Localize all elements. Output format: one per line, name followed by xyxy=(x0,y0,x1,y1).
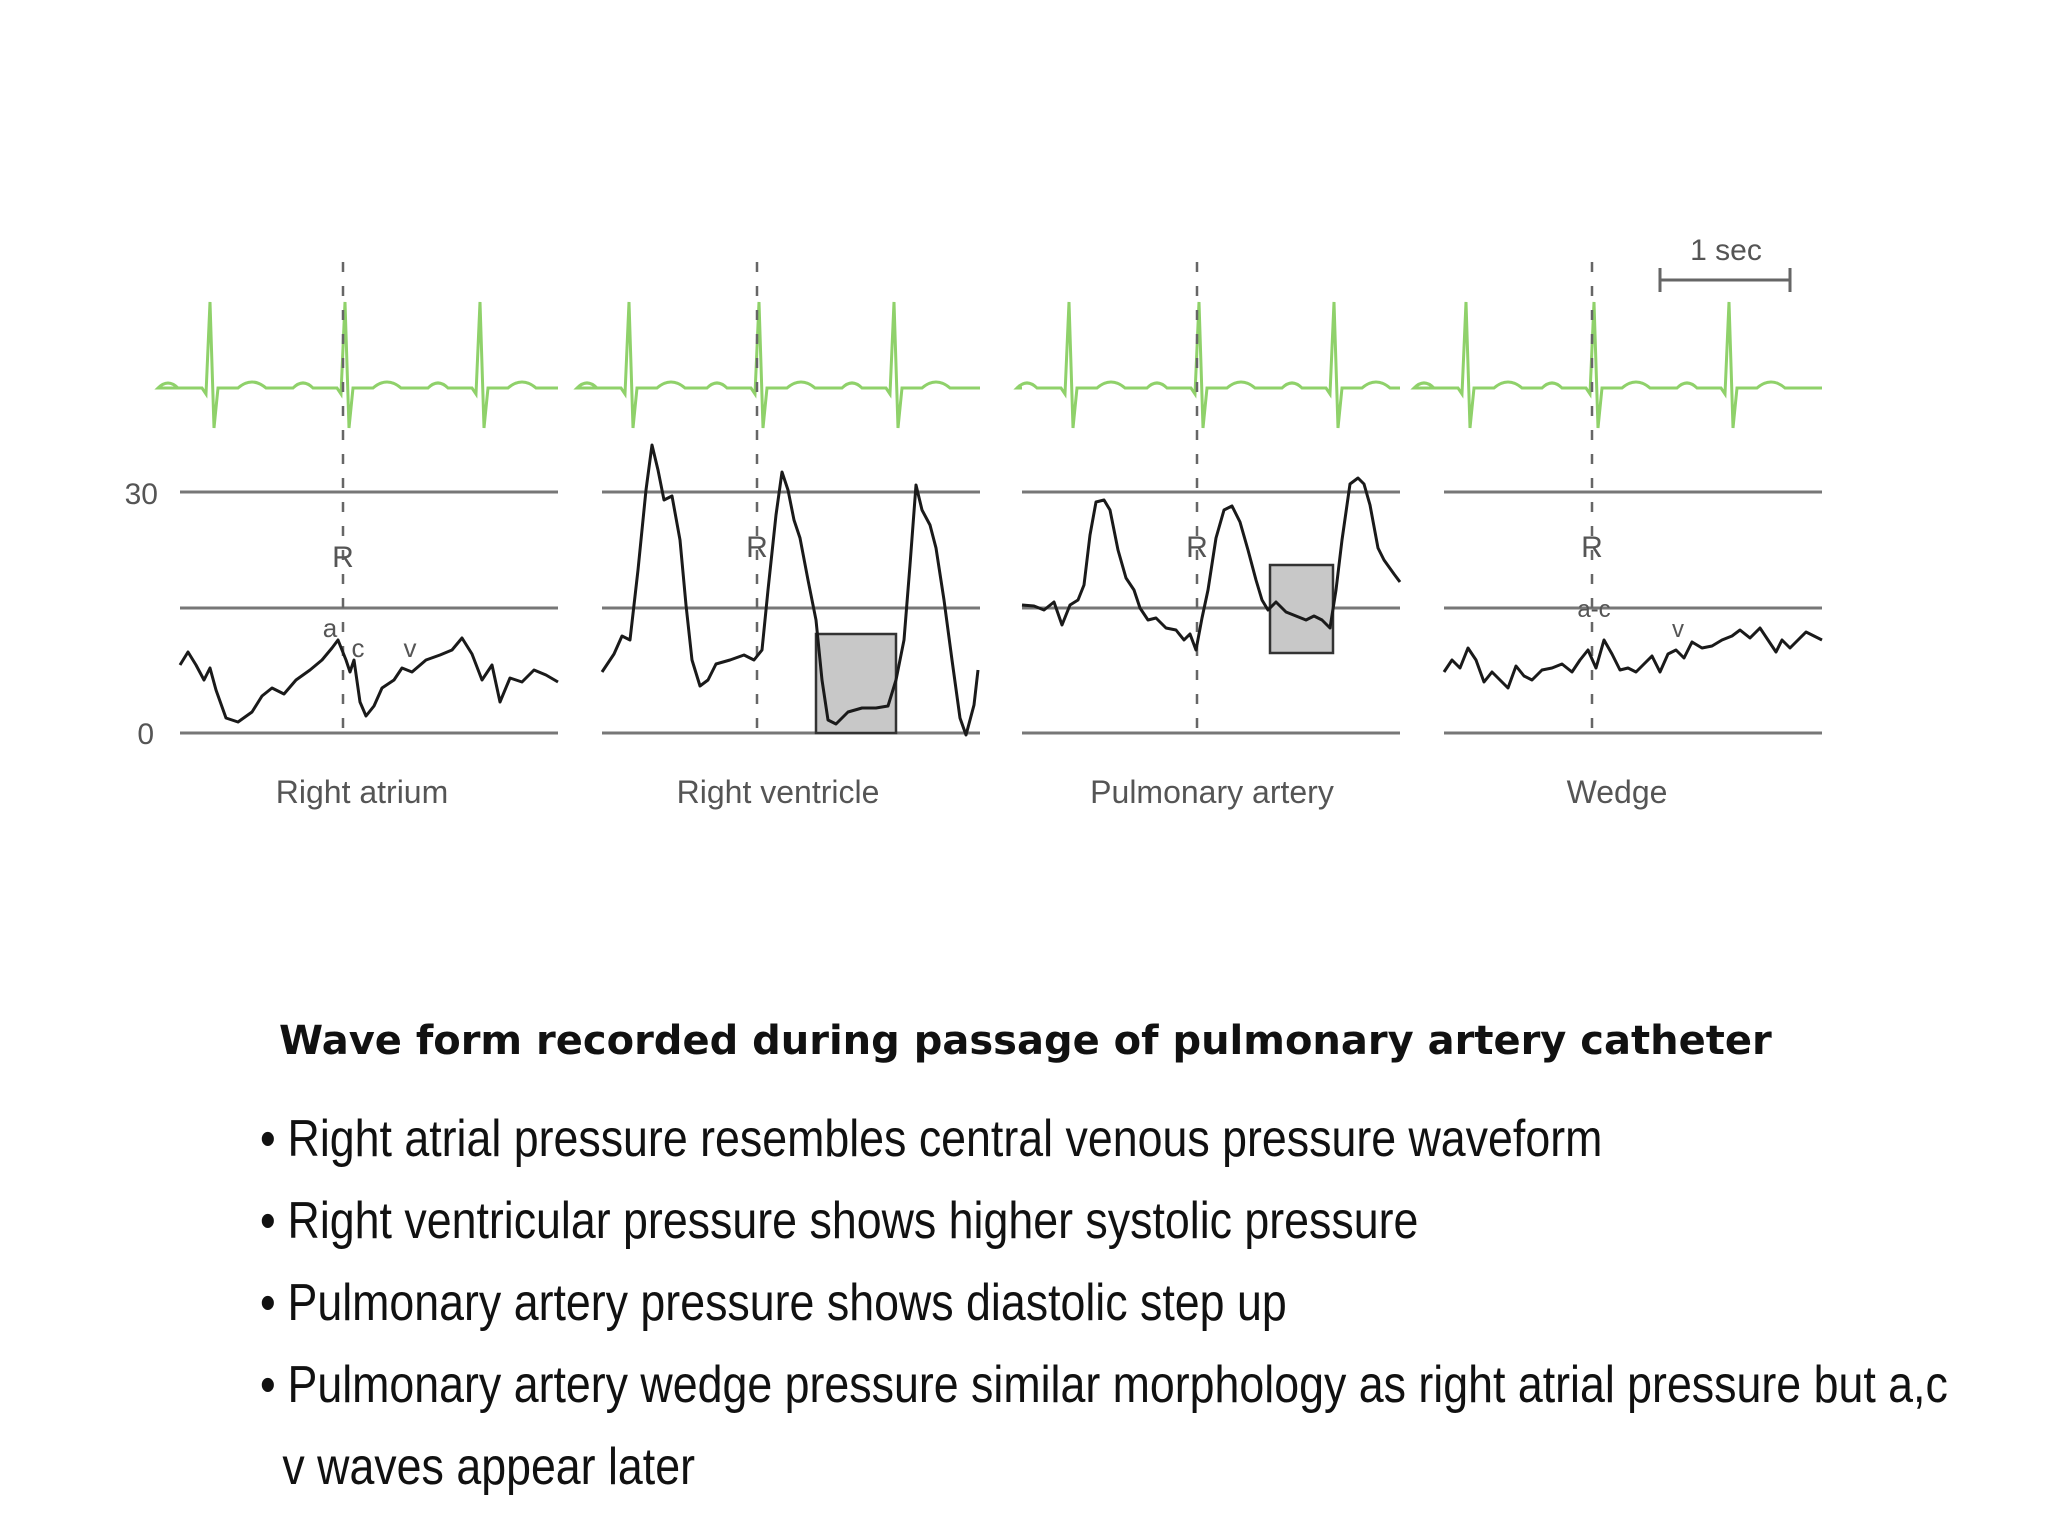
ecg-trace xyxy=(154,301,558,429)
bullet-item: •Pulmonary artery pressure shows diastol… xyxy=(260,1274,1287,1332)
wave-label-c: c xyxy=(352,633,365,663)
waveform-figure: 30 0 1 sec Right atrium Right ventricle … xyxy=(125,234,1823,810)
r-label-wedge: R xyxy=(1581,531,1603,564)
scale-bar-label: 1 sec xyxy=(1690,234,1762,267)
wave-label-v-wedge: v xyxy=(1672,616,1684,643)
bullet-item: v waves appear later xyxy=(260,1426,2048,1508)
figure-caption: Wave form recorded during passage of pul… xyxy=(279,1018,1772,1064)
panel-label-pulmonary-artery: Pulmonary artery xyxy=(1090,774,1334,810)
pa-diastole-box xyxy=(1268,563,1335,655)
wave-label-a: a xyxy=(323,613,338,643)
bullet-list: •Right atrial pressure resembles central… xyxy=(260,1098,2048,1508)
wave-label-v: v xyxy=(404,633,417,663)
y-axis-label-30: 30 xyxy=(125,478,158,511)
r-label-pulmonary-artery: R xyxy=(1186,531,1208,564)
ecg-traces xyxy=(154,301,1822,429)
pressure-trace xyxy=(1021,476,1402,652)
y-axis-label-0: 0 xyxy=(137,718,154,751)
bullet-text: Right atrial pressure resembles central … xyxy=(287,1110,1603,1168)
r-label-right-atrium: R xyxy=(332,541,354,574)
bullet-item: •Right ventricular pressure shows higher… xyxy=(260,1192,1419,1250)
ecg-trace xyxy=(1410,301,1822,429)
bullet-text: Right ventricular pressure shows higher … xyxy=(287,1192,1419,1250)
bullet-item: •Pulmonary artery wedge pressure similar… xyxy=(260,1356,1948,1414)
bullet-text: v waves appear later xyxy=(282,1438,695,1496)
ecg-trace xyxy=(1013,301,1400,429)
bullet-item: •Right atrial pressure resembles central… xyxy=(260,1110,1603,1168)
panel-label-right-ventricle: Right ventricle xyxy=(677,774,880,810)
wave-label-a-c: a-c xyxy=(1577,596,1610,623)
pressure-traces xyxy=(178,443,1823,737)
bullet-text: Pulmonary artery wedge pressure similar … xyxy=(287,1356,1948,1414)
scale-bar: 1 sec xyxy=(1658,234,1792,292)
pressure-trace xyxy=(1442,626,1823,690)
r-wave-markers xyxy=(341,262,1594,730)
pressure-grid-lines xyxy=(180,490,1822,735)
r-label-right-ventricle: R xyxy=(746,531,768,564)
panel-label-wedge: Wedge xyxy=(1567,774,1668,810)
ecg-trace xyxy=(573,301,980,429)
pressure-trace xyxy=(178,636,559,724)
bullet-text: Pulmonary artery pressure shows diastoli… xyxy=(287,1274,1287,1332)
panel-label-right-atrium: Right atrium xyxy=(276,774,449,810)
pressure-trace xyxy=(600,443,980,737)
highlight-boxes xyxy=(814,563,1335,735)
